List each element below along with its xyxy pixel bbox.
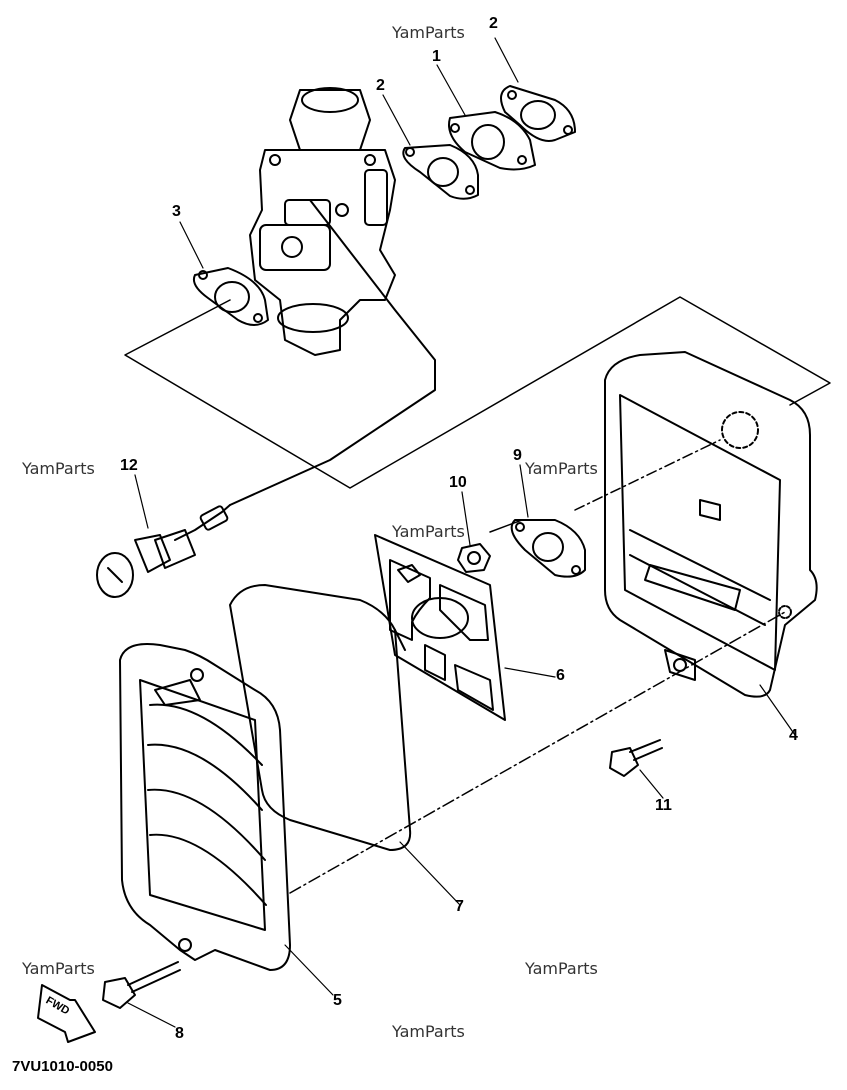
callout-1: 1 <box>432 48 441 65</box>
callout-11: 11 <box>655 797 672 814</box>
gasket-9 <box>510 519 586 578</box>
callout-2-lower: 2 <box>376 77 385 94</box>
bolt-11 <box>609 739 663 777</box>
fwd-arrow-icon <box>37 984 96 1043</box>
element-holder-6 <box>374 534 506 721</box>
diagram-code: 7VU1010-0050 <box>12 1058 113 1075</box>
watermark: YamParts <box>525 959 598 978</box>
callout-2-upper: 2 <box>489 15 498 32</box>
watermark: YamParts <box>525 459 598 478</box>
watermark: YamParts <box>22 959 95 978</box>
watermark: YamParts <box>392 1022 465 1041</box>
watermark: YamParts <box>392 522 465 541</box>
carburetor <box>229 87 436 506</box>
air-cleaner-cover-5 <box>119 643 291 971</box>
callout-10: 10 <box>449 474 467 491</box>
choke-knob-12 <box>96 504 231 598</box>
leader-lines <box>127 37 796 1028</box>
callout-9: 9 <box>513 447 522 464</box>
air-cleaner-element-7 <box>229 584 412 851</box>
callout-8: 8 <box>175 1025 184 1042</box>
callout-7: 7 <box>455 898 464 915</box>
callout-5: 5 <box>333 992 342 1009</box>
air-cleaner-case-4 <box>604 351 818 698</box>
nut-10 <box>457 543 491 573</box>
callout-3: 3 <box>172 203 181 220</box>
assembly-reference-lines <box>124 296 831 894</box>
insulator-1 <box>448 111 536 171</box>
gasket-2-upper <box>500 85 576 142</box>
gasket-2-lower <box>402 144 479 200</box>
gasket-3 <box>192 267 269 326</box>
watermark: YamParts <box>22 459 95 478</box>
callout-6: 6 <box>556 667 565 684</box>
callout-12: 12 <box>120 457 138 474</box>
callout-4: 4 <box>789 727 798 744</box>
watermark: YamParts <box>392 23 465 42</box>
bolt-8 <box>102 961 181 1009</box>
